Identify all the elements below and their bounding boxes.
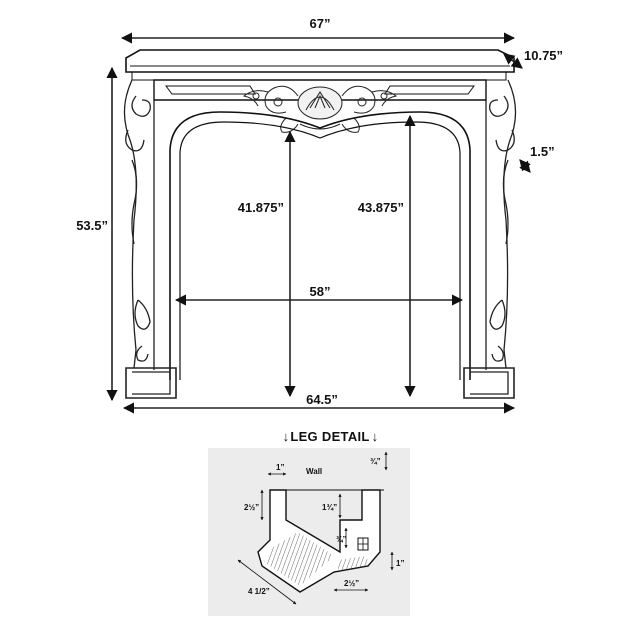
overall-height-label: 53.5” — [76, 218, 108, 233]
mantel-shelf — [125, 49, 515, 73]
dim-top-label: 1” — [276, 463, 284, 472]
dim-bottom-label: 2½” — [344, 579, 359, 588]
leg-depth-label: 1.5” — [530, 144, 555, 159]
down-arrow-left-icon: ↓ — [283, 429, 290, 444]
dimension-lines — [106, 32, 531, 414]
dim-inner-label: ¾” — [336, 535, 347, 544]
dim-center-label: 1¾” — [322, 503, 337, 512]
dim-left-label: 2½” — [244, 503, 259, 512]
fireplace-opening — [169, 111, 471, 380]
opening-height-left-label: 41.875” — [238, 200, 284, 215]
mantel-drawing — [123, 49, 517, 399]
dim-bottom-right-label: 1” — [396, 559, 404, 568]
opening-width-label: 58” — [310, 284, 331, 299]
leg-detail-title: LEG DETAIL — [290, 429, 369, 444]
wall-label: Wall — [306, 467, 322, 476]
shelf-depth-label: 10.75” — [524, 48, 563, 63]
dim-right-top-label: ¾” — [370, 457, 381, 466]
down-arrow-right-icon: ↓ — [372, 429, 379, 444]
center-carving — [242, 85, 398, 133]
leg-detail-header: ↓ LEG DETAIL ↓ — [283, 429, 379, 444]
opening-height-right-label: 43.875” — [358, 200, 404, 215]
dim-diagonal-label: 4 1/2” — [248, 587, 270, 596]
right-leg — [463, 79, 517, 399]
leg-span-label: 64.5” — [306, 392, 338, 407]
left-leg — [123, 79, 177, 399]
leg-detail-dimensions — [237, 451, 394, 605]
overall-width-label: 67” — [310, 16, 331, 31]
